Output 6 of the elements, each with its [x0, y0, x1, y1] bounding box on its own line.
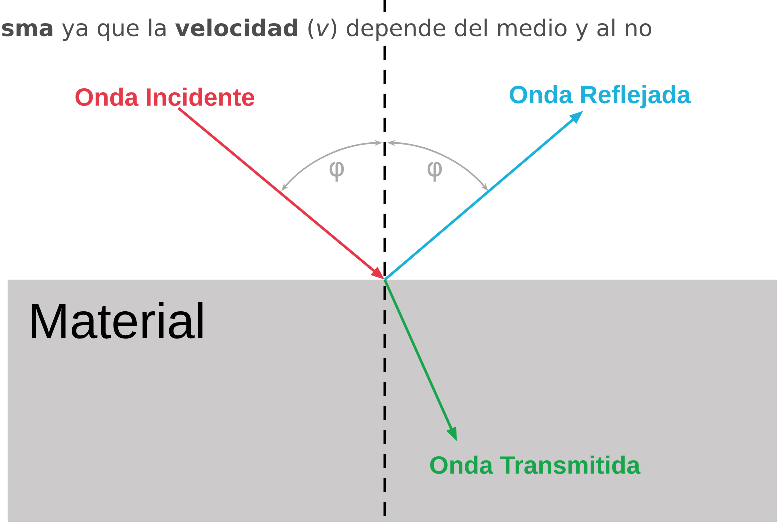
wave-label: Onda Reflejada — [507, 83, 693, 111]
wave-label: Onda Incidente — [72, 86, 258, 108]
sentence-fragment: sma ya que la velocidad (v) depende del medio y al no — [0, 18, 654, 42]
angle-symbol: φ — [330, 162, 344, 182]
angle-symbol: φ — [428, 162, 442, 182]
wave-label: Onda Transmitida — [430, 456, 641, 474]
